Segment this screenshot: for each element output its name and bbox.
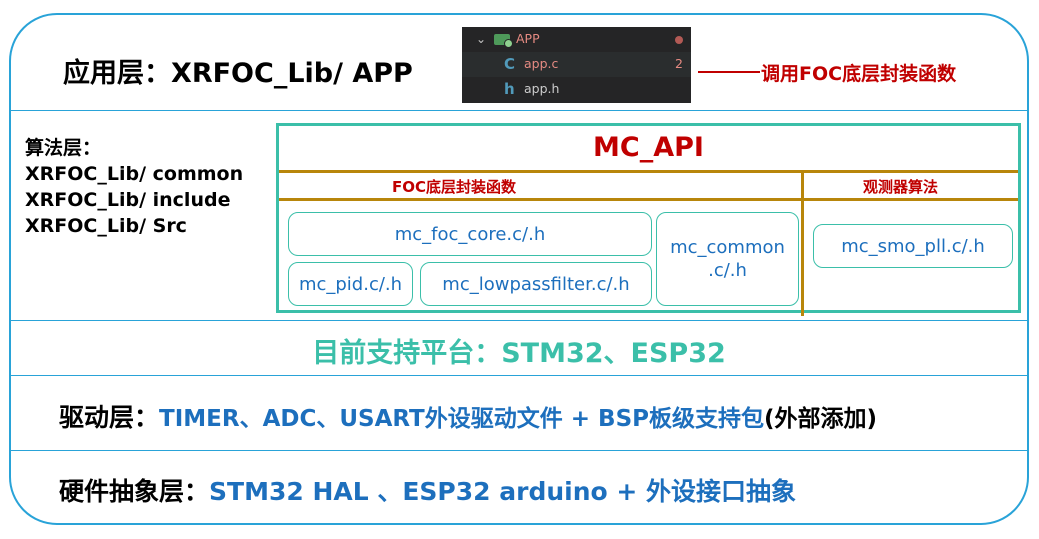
section-label-observer: 观测器算法 bbox=[863, 178, 939, 196]
folder-name: APP bbox=[516, 31, 540, 46]
module-foc-core: mc_foc_core.c/.h bbox=[288, 212, 652, 256]
driver-layer-label: 驱动层： bbox=[59, 403, 160, 432]
module-lowpassfilter: mc_lowpassfilter.c/.h bbox=[420, 262, 652, 306]
hal-layer-content: STM32 HAL 、ESP32 arduino + 外设接口抽象 bbox=[209, 477, 797, 506]
driver-layer-content: TIMER、ADC、USART外设驱动文件 + BSP板级支持包 bbox=[159, 406, 764, 432]
algo-line: 算法层： bbox=[25, 137, 102, 159]
module-pid: mc_pid.c/.h bbox=[288, 262, 413, 306]
module-common-line: .c/.h bbox=[708, 260, 747, 281]
section-divider bbox=[801, 198, 804, 316]
platform-support: 目前支持平台：STM32、ESP32 bbox=[312, 338, 726, 369]
layer-divider bbox=[11, 450, 1027, 451]
section-header-band: FOC底层封装函数 观测器算法 bbox=[279, 170, 1018, 201]
file-explorer-screenshot: ⌄ APP C app.c 2 h app.h bbox=[462, 27, 691, 103]
algo-line: XRFOC_Lib/ Src bbox=[25, 215, 187, 237]
architecture-frame: 应用层：XRFOC_Lib/ APP ⌄ APP C app.c 2 h app… bbox=[9, 13, 1029, 525]
section-divider bbox=[801, 170, 804, 201]
explorer-folder-row[interactable]: ⌄ APP bbox=[462, 27, 691, 52]
algo-line: XRFOC_Lib/ include bbox=[25, 189, 231, 211]
section-label-foc: FOC底层封装函数 bbox=[392, 178, 517, 196]
driver-layer: 驱动层：TIMER、ADC、USART外设驱动文件 + BSP板级支持包(外部添… bbox=[59, 398, 877, 434]
problem-count-badge: 2 bbox=[675, 56, 683, 71]
file-name: app.h bbox=[524, 81, 560, 96]
module-common: mc_common .c/.h bbox=[656, 212, 799, 306]
layer-divider bbox=[11, 110, 1027, 111]
module-common-line: mc_common bbox=[670, 237, 785, 258]
file-name: app.c bbox=[524, 56, 559, 71]
layer-divider bbox=[11, 320, 1027, 321]
algo-layer-label: 算法层： XRFOC_Lib/ common XRFOC_Lib/ includ… bbox=[25, 135, 243, 239]
explorer-file-row[interactable]: h app.h bbox=[462, 77, 691, 102]
annotation-line bbox=[698, 71, 760, 73]
hal-layer: 硬件抽象层：STM32 HAL 、ESP32 arduino + 外设接口抽象 bbox=[59, 472, 796, 508]
module-smo-pll: mc_smo_pll.c/.h bbox=[813, 224, 1013, 268]
hal-layer-label: 硬件抽象层： bbox=[59, 477, 210, 506]
c-file-icon: C bbox=[504, 55, 516, 73]
driver-layer-note: (外部添加) bbox=[764, 406, 878, 432]
chevron-down-icon: ⌄ bbox=[476, 32, 487, 46]
explorer-file-row[interactable]: C app.c 2 bbox=[462, 52, 691, 77]
h-file-icon: h bbox=[504, 80, 515, 98]
annotation-text: 调用FOC底层封装函数 bbox=[761, 63, 957, 85]
app-layer-title: 应用层：XRFOC_Lib/ APP bbox=[63, 58, 413, 89]
mc-api-box: MC_API FOC底层封装函数 观测器算法 mc_foc_core.c/.h … bbox=[276, 123, 1021, 316]
algo-line: XRFOC_Lib/ common bbox=[25, 163, 244, 185]
layer-divider bbox=[11, 375, 1027, 376]
folder-icon bbox=[494, 34, 513, 48]
modified-dot-icon bbox=[675, 36, 683, 44]
mc-api-title: MC_API bbox=[593, 132, 704, 163]
